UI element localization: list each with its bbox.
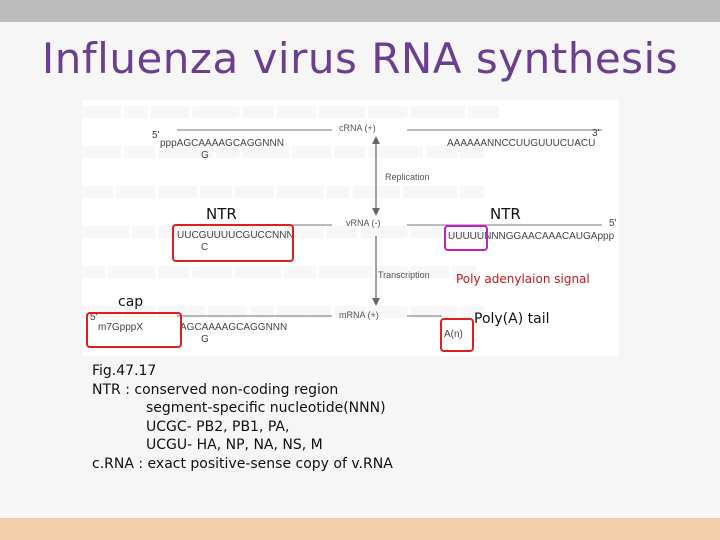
poly-adenylation-signal-label: Poly adenylaion signal (456, 272, 590, 286)
vrna-5-sequence: UUUUUNNNGGAACAAACAUGAppp (448, 231, 615, 242)
poly-a-tail-label: Poly(A) tail (474, 311, 550, 327)
ntr-right-label: NTR (490, 205, 521, 223)
poly-a-tail-highlight (440, 318, 474, 352)
figure-caption: Fig.47.17 NTR : conserved non-coding reg… (92, 362, 393, 473)
cap-label: cap (118, 294, 144, 310)
vrna-3-sequence: UUCGUUUUCGUCCNNN (177, 230, 294, 241)
crna-label: cRNA (+) (339, 123, 376, 133)
transcription-label: Transcription (378, 270, 430, 280)
bottom-bar (0, 518, 720, 540)
slide-title: Influenza virus RNA synthesis (41, 34, 679, 83)
replication-label: Replication (385, 172, 430, 182)
ghost-text: ▒▒▒ ▒▒▒▒▒▒ ▒▒▒▒ ▒▒▒▒▒ ▒▒▒▒▒▒ ▒▒▒▒ ▒▒▒▒▒▒… (82, 266, 476, 278)
caption-crna-definition: c.RNA : exact positive-sense copy of v.R… (92, 455, 393, 472)
top-bar (0, 0, 720, 22)
mrna-5prime: 5' (90, 312, 98, 323)
ghost-text: ▒▒▒▒▒▒ ▒▒▒ ▒▒▒▒ ▒▒▒▒▒▒▒ ▒▒▒▒ ▒▒▒▒▒ ▒▒▒▒ … (82, 226, 484, 238)
ntr-left-highlight (172, 224, 294, 262)
ntr-left-label: NTR (206, 205, 237, 223)
crna-5-sequence: pppAGCAAAAGCAGGNNN (160, 138, 284, 149)
crna-3prime: 3' (592, 128, 600, 139)
mrna-sequence: AGCAAAAGCAGGNNN (180, 322, 288, 333)
crna-5-g: G (201, 150, 209, 161)
cap-highlight (86, 312, 182, 348)
vrna-label: vRNA (-) (346, 218, 381, 228)
ghost-text: ▒▒▒▒▒ ▒▒▒ ▒▒▒▒▒ ▒▒▒▒▒▒ ▒▒▒▒ ▒▒▒▒▒ ▒▒▒▒▒▒… (82, 106, 500, 118)
caption-ucgc: UCGC- PB2, PB1, PA, (146, 418, 290, 435)
ntr-right-highlight (444, 225, 488, 251)
ghost-text: ▒▒▒▒ ▒▒▒▒▒ ▒▒▒▒▒ ▒▒▒▒ ▒▒▒▒▒ ▒▒▒▒▒▒ ▒▒▒ ▒… (82, 186, 484, 198)
caption-segment-specific: segment-specific nucleotide(NNN) (146, 400, 386, 416)
ghost-text: ▒▒▒▒▒ ▒▒▒▒ ▒▒▒▒▒▒▒ ▒▒▒ ▒▒▒▒▒▒ ▒▒▒▒▒ ▒▒▒▒… (82, 146, 484, 158)
caption-ntr-definition: NTR : conserved non-coding region (92, 381, 339, 398)
ghost-text: ▒▒▒▒▒ ▒▒▒▒ ▒▒▒▒▒▒ ▒▒▒▒▒ ▒▒▒ ▒▒▒▒▒▒▒ ▒▒▒▒… (82, 306, 484, 318)
crna-3-sequence: AAAAAANNCCUUGUUUCUACU (447, 138, 596, 149)
caption-ucgu: UCGU- HA, NP, NA, NS, M (146, 437, 323, 453)
mrna-label: mRNA (+) (339, 310, 379, 320)
mrna-g: G (201, 334, 209, 345)
caption-fig-number: Fig.47.17 (92, 363, 157, 379)
vrna-5prime: 5' (609, 218, 617, 229)
diagram-lines (177, 129, 602, 317)
vrna-3-c: C (201, 242, 209, 253)
mrna-tail: A(n) (444, 329, 463, 340)
mrna-cap-sequence: m7GpppX (98, 322, 144, 333)
crna-5prime: 5' (152, 130, 160, 141)
